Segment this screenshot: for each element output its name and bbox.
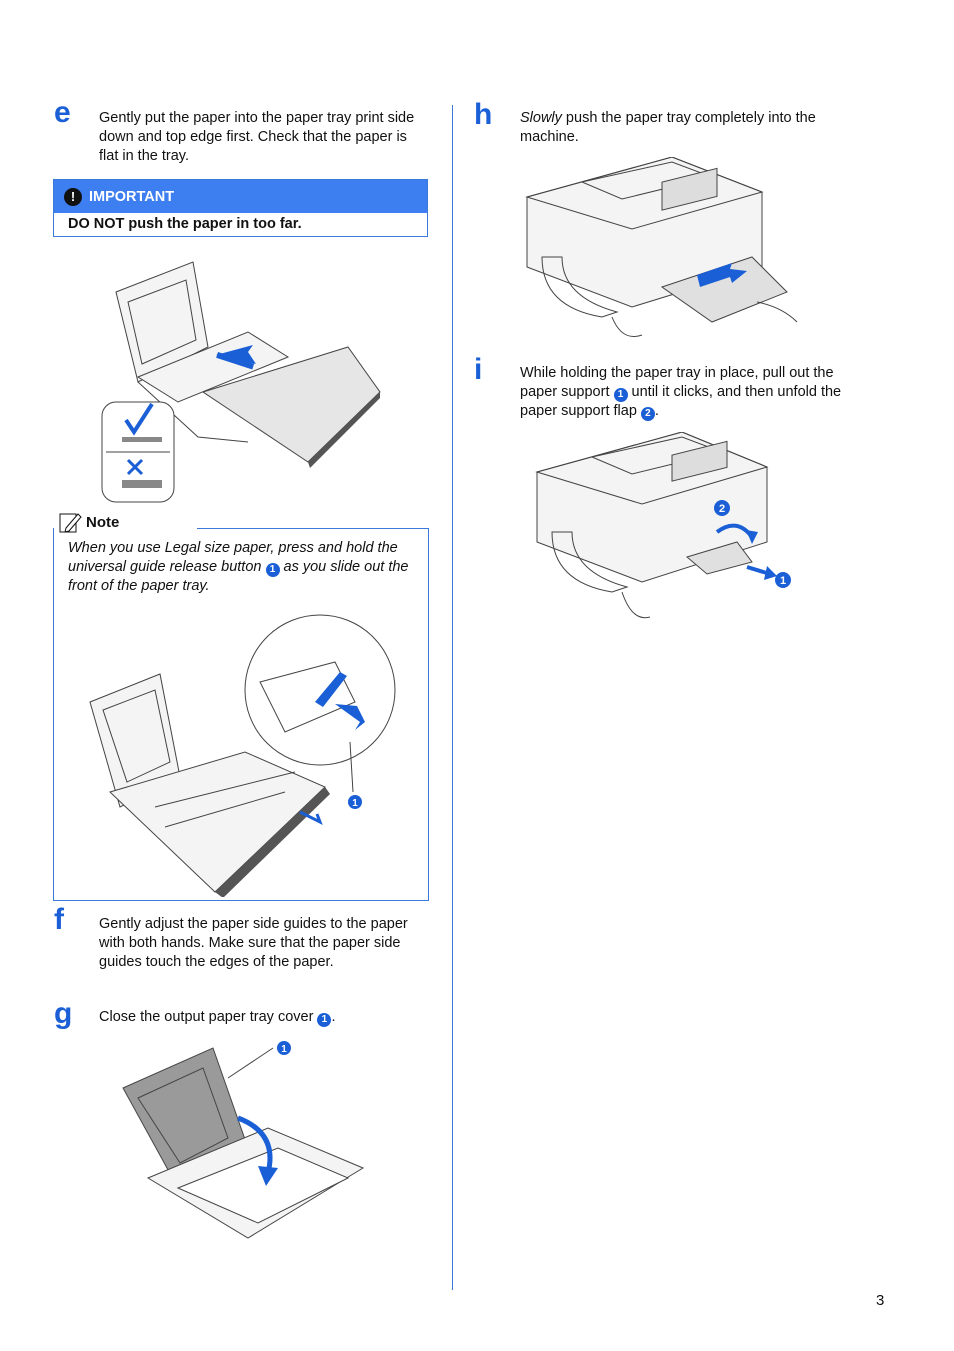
exclamation-icon: ! xyxy=(64,187,82,206)
note-text: When you use Legal size paper, press and… xyxy=(68,539,420,596)
important-heading: IMPORTANT xyxy=(89,188,175,205)
figure-legal-tray: 1 xyxy=(89,614,396,897)
callout-1-icon: 1 xyxy=(317,1012,332,1027)
step-letter-h: h xyxy=(474,98,493,131)
step-letter-e: e xyxy=(54,96,71,129)
figure-pull-paper-support: 2 1 xyxy=(535,432,791,619)
note-top-border xyxy=(197,528,429,529)
step-i-text-part2: until it clicks, and then unfold the pap… xyxy=(520,384,842,419)
step-g-text: Close the output paper tray cover 1. xyxy=(99,1008,419,1027)
step-g-text-part1: Close the output paper tray cover xyxy=(99,1009,318,1025)
step-h-text-rest: push the paper tray completely into the … xyxy=(520,110,816,145)
step-letter-f: f xyxy=(54,903,64,936)
step-g-text-part2: . xyxy=(331,1009,336,1025)
step-f-text: Gently adjust the paper side guides to t… xyxy=(99,916,408,970)
note-box xyxy=(53,528,429,901)
figure-close-output-cover: 1 xyxy=(122,1041,365,1239)
pencil-note-icon xyxy=(59,513,82,533)
step-e-text: Gently put the paper into the paper tray… xyxy=(99,110,415,164)
step-i-text: While holding the paper tray in place, p… xyxy=(520,364,850,421)
figure-i-callout-2: 2 xyxy=(719,503,725,515)
figure-push-tray-in xyxy=(525,157,798,337)
note-text-part1: When you use Legal size paper, press and… xyxy=(68,540,398,575)
important-body: DO NOT push the paper in too far. xyxy=(68,216,302,232)
step-letter-i: i xyxy=(474,353,483,386)
column-divider xyxy=(452,105,453,1290)
callout-2-icon: 2 xyxy=(640,406,655,421)
note-heading: Note xyxy=(86,513,120,531)
callout-1-icon: 1 xyxy=(613,387,628,402)
step-i-text-part1: While holding the paper tray in place, p… xyxy=(520,365,834,400)
page-number: 3 xyxy=(876,1292,885,1309)
step-letter-g: g xyxy=(54,997,73,1030)
callout-1-icon: 1 xyxy=(265,562,280,577)
figure-callout-1: 1 xyxy=(352,798,358,809)
step-h-italic: Slowly xyxy=(520,110,562,126)
important-header: ! IMPORTANT xyxy=(54,180,427,213)
step-h-text: Slowly push the paper tray completely in… xyxy=(520,109,860,147)
note-text-part2: as you slide out the front of the paper … xyxy=(68,559,409,594)
important-callout: ! IMPORTANT DO NOT push the paper in too… xyxy=(53,179,428,237)
figure-paper-into-tray xyxy=(101,261,381,503)
figure-i-callout-1: 1 xyxy=(780,575,786,587)
figure-g-callout-1: 1 xyxy=(281,1044,287,1055)
step-i-text-part3: . xyxy=(654,403,659,419)
note-header: Note xyxy=(58,510,119,534)
